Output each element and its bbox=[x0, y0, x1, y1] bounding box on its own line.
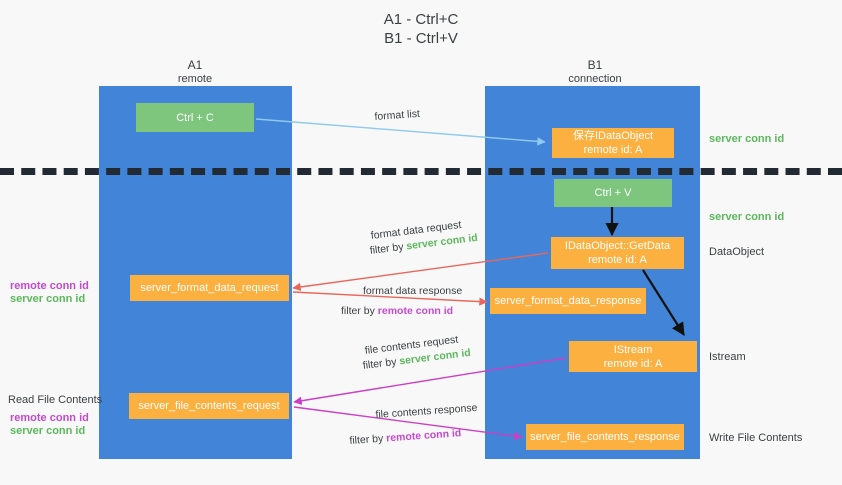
divider-dashed-line bbox=[0, 168, 842, 175]
page-title: A1 - Ctrl+C B1 - Ctrl+V bbox=[383, 11, 459, 47]
box-server-file-contents-request[interactable]: server_file_contents_request bbox=[129, 393, 289, 419]
box-server-file-contents-response-label: server_file_contents_response bbox=[530, 431, 680, 443]
column-header-b1: B1 connection bbox=[535, 58, 655, 86]
box-idataobject-getdata-line1: IDataObject::GetData bbox=[564, 240, 671, 252]
box-save-idataobject-line2: remote id: A bbox=[583, 144, 643, 156]
right-label-server-conn-id-second: server conn id bbox=[709, 211, 785, 223]
box-idataobject-getdata[interactable]: IDataObject::GetData remote id: A bbox=[551, 237, 684, 269]
box-idataobject-getdata-line2: remote id: A bbox=[588, 254, 647, 266]
left-label-remote-conn-id-2: remote conn id bbox=[10, 412, 89, 424]
left-label-server-conn-id-2: server conn id bbox=[10, 425, 86, 437]
left-label-remote-conn-id-1: remote conn id bbox=[10, 280, 89, 292]
box-server-format-data-response[interactable]: server_format_data_response bbox=[490, 288, 646, 314]
label-format-list: format list bbox=[374, 107, 421, 123]
box-istream[interactable]: IStream remote id: A bbox=[569, 341, 697, 372]
box-server-file-contents-response[interactable]: server_file_contents_response bbox=[526, 424, 684, 450]
column-header-a1-sub: remote bbox=[177, 73, 213, 85]
box-ctrl-v[interactable]: Ctrl + V bbox=[554, 179, 672, 207]
column-header-b1-name: B1 bbox=[587, 58, 603, 72]
column-header-b1-sub: connection bbox=[568, 73, 622, 85]
left-label-server-conn-id-1: server conn id bbox=[10, 293, 86, 305]
right-label-write-file-contents: Write File Contents bbox=[709, 432, 803, 444]
label-file-contents-response-filter: filter by remote conn id bbox=[349, 426, 462, 448]
right-label-server-conn-id-top: server conn id bbox=[709, 133, 785, 145]
box-save-idataobject[interactable]: 保存IDataObject remote id: A bbox=[552, 128, 674, 158]
label-file-contents-response-filter-prefix: filter by bbox=[349, 432, 387, 447]
label-file-contents-response-filter-value: remote conn id bbox=[385, 427, 462, 445]
column-header-a1-name: A1 bbox=[187, 58, 203, 72]
box-ctrl-c[interactable]: Ctrl + C bbox=[136, 103, 254, 132]
label-format-data-response: format data response bbox=[363, 285, 463, 297]
label-file-contents-response: file contents response bbox=[375, 401, 478, 421]
label-format-data-response-filter: filter by remote conn id bbox=[341, 304, 453, 318]
box-server-format-data-request[interactable]: server_format_data_request bbox=[130, 275, 289, 301]
label-format-data-request-filter-prefix: filter by bbox=[369, 240, 408, 257]
column-header-a1: A1 remote bbox=[135, 58, 255, 86]
label-format-data-response-filter-prefix: filter by bbox=[341, 305, 378, 317]
box-ctrl-v-label: Ctrl + V bbox=[594, 187, 632, 199]
box-istream-line1: IStream bbox=[613, 343, 653, 356]
right-label-dataobject: DataObject bbox=[709, 246, 765, 258]
box-server-file-contents-request-label: server_file_contents_request bbox=[138, 400, 280, 412]
box-istream-line2: remote id: A bbox=[603, 357, 663, 370]
box-server-format-data-request-label: server_format_data_request bbox=[140, 282, 279, 294]
label-file-contents-request-filter-prefix: filter by bbox=[362, 355, 401, 372]
box-server-format-data-response-label: server_format_data_response bbox=[494, 295, 642, 307]
left-label-read-file-contents: Read File Contents bbox=[8, 394, 103, 406]
label-format-data-response-filter-value: remote conn id bbox=[377, 305, 454, 317]
right-label-istream: Istream bbox=[709, 351, 746, 363]
box-ctrl-c-label: Ctrl + C bbox=[176, 111, 214, 124]
box-save-idataobject-line1: 保存IDataObject bbox=[572, 130, 654, 142]
